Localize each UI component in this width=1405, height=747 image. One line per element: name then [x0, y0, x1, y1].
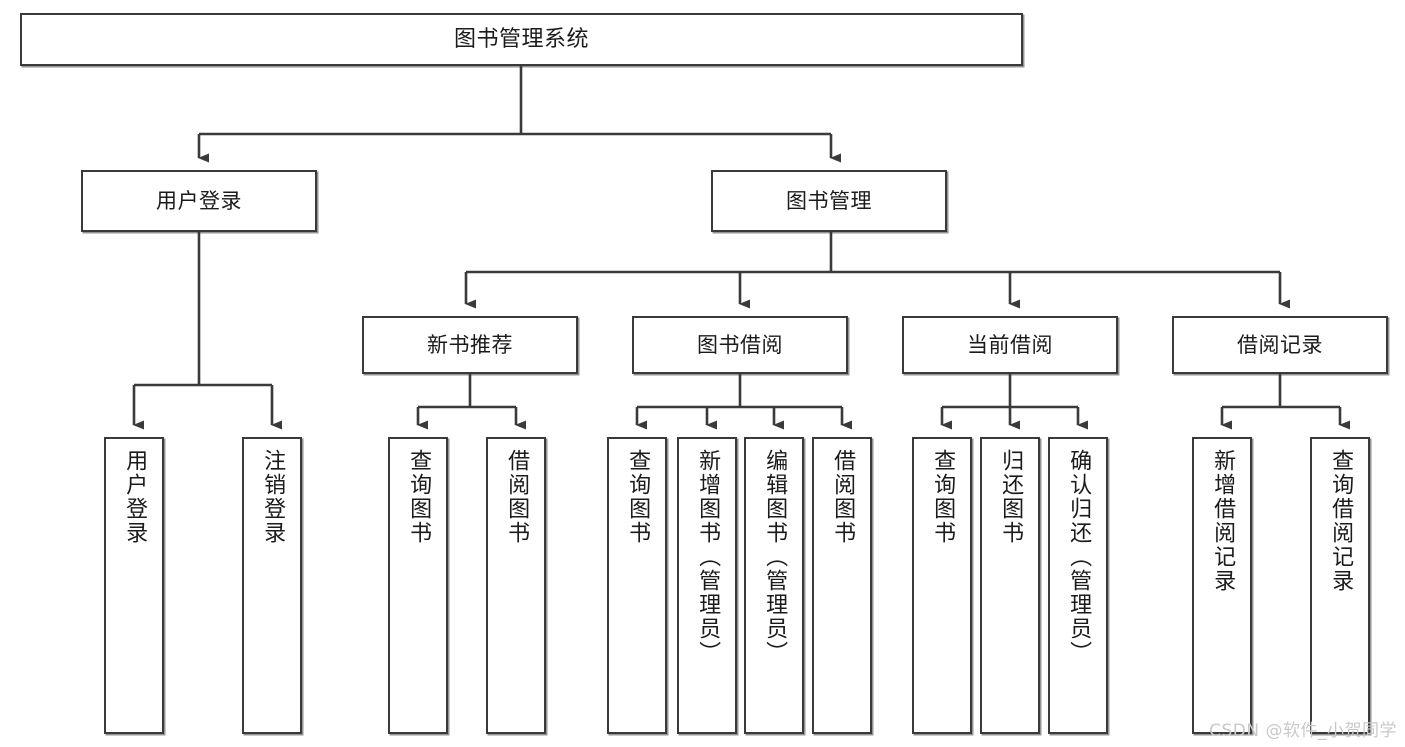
node-label: 确认归还（管理员）: [1066, 449, 1092, 665]
node-label: 查询图书: [930, 449, 956, 545]
leaf-user-login-logout[interactable]: 注销登录: [242, 437, 302, 734]
node-label: 借阅记录: [1237, 332, 1323, 357]
node-label: 查询借阅记录: [1328, 449, 1354, 593]
node-label: 新增借阅记录: [1210, 449, 1236, 593]
leaf-user-login-login[interactable]: 用户登录: [104, 437, 164, 734]
node-label: 用户登录: [122, 449, 148, 545]
node-label: 新增图书（管理员）: [695, 449, 721, 665]
leaf-book-borrow-borrow-book[interactable]: 借阅图书: [812, 437, 872, 734]
node-label: 查询图书: [406, 449, 432, 545]
leaf-current-borrow-return-book[interactable]: 归还图书: [980, 437, 1040, 734]
leaf-new-book-borrow-book[interactable]: 借阅图书: [486, 437, 546, 734]
node-label: 用户登录: [156, 188, 242, 213]
node-book-borrow[interactable]: 图书借阅: [632, 316, 848, 374]
leaf-book-borrow-add-book[interactable]: 新增图书（管理员）: [677, 437, 737, 734]
node-user-login[interactable]: 用户登录: [81, 170, 317, 232]
node-label: 编辑图书（管理员）: [762, 449, 788, 665]
node-label: 新书推荐: [427, 332, 513, 357]
leaf-borrow-record-add-record[interactable]: 新增借阅记录: [1192, 437, 1252, 734]
node-new-book-recommend[interactable]: 新书推荐: [362, 316, 578, 374]
node-label: 当前借阅: [967, 332, 1053, 357]
node-current-borrow[interactable]: 当前借阅: [902, 316, 1118, 374]
leaf-book-borrow-edit-book[interactable]: 编辑图书（管理员）: [744, 437, 804, 734]
node-label: 图书管理系统: [453, 26, 589, 52]
node-book-management[interactable]: 图书管理: [711, 170, 947, 232]
node-root-system[interactable]: 图书管理系统: [20, 13, 1023, 66]
leaf-book-borrow-query-book[interactable]: 查询图书: [607, 437, 667, 734]
node-label: 查询图书: [625, 449, 651, 545]
leaf-current-borrow-query-book[interactable]: 查询图书: [912, 437, 972, 734]
node-borrow-record[interactable]: 借阅记录: [1172, 316, 1388, 374]
csdn-watermark: CSDN @软件_小贺同学: [1209, 721, 1397, 741]
node-label: 归还图书: [998, 449, 1024, 545]
leaf-current-borrow-confirm-return[interactable]: 确认归还（管理员）: [1048, 437, 1108, 734]
node-label: 注销登录: [260, 449, 286, 545]
node-label: 图书借阅: [697, 332, 783, 357]
leaf-borrow-record-query-record[interactable]: 查询借阅记录: [1310, 437, 1370, 734]
node-label: 借阅图书: [504, 449, 530, 545]
node-label: 图书管理: [786, 188, 872, 213]
leaf-new-book-query-book[interactable]: 查询图书: [388, 437, 448, 734]
node-label: 借阅图书: [830, 449, 856, 545]
